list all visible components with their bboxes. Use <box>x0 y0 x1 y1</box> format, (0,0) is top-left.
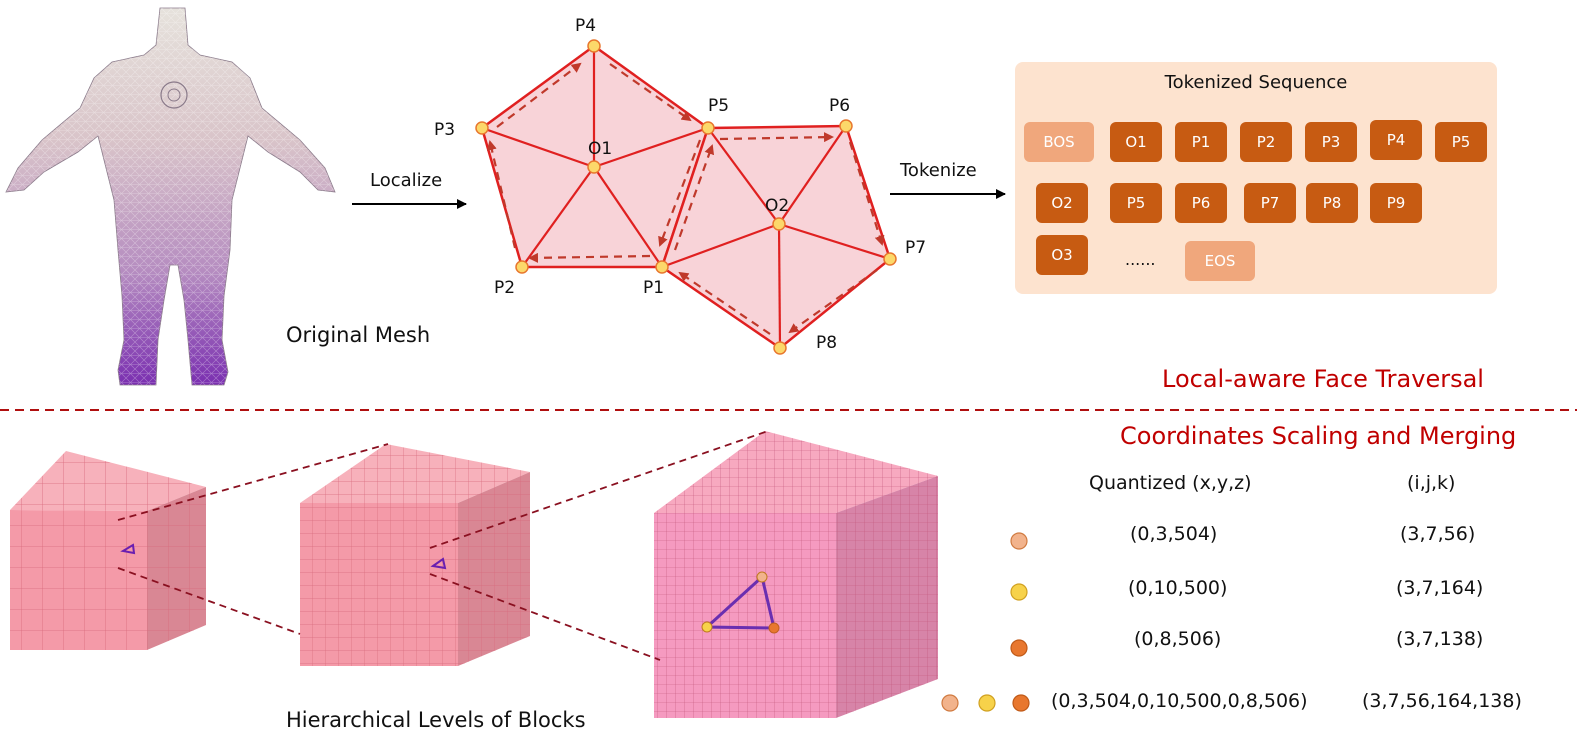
point-label-p2: P2 <box>494 278 516 298</box>
token: O1 <box>1110 122 1162 162</box>
dot-orange <box>1010 639 1028 657</box>
dot-yellow-merged <box>978 694 996 712</box>
point-label-p4: P4 <box>575 16 597 36</box>
ijk-cell: (3,7,56) <box>1400 523 1476 545</box>
point-label-p6: P6 <box>829 96 851 116</box>
legend-dots <box>941 532 1030 712</box>
ijk-cell: (3,7,164) <box>1396 577 1484 599</box>
token: P6 <box>1175 183 1227 223</box>
token: P8 <box>1306 183 1358 223</box>
token-eos: EOS <box>1185 241 1255 281</box>
token: O3 <box>1036 235 1088 275</box>
tokenized-sequence-panel: Tokenized Sequence BOS O1 P1 P2 P3 P4 P5… <box>1015 62 1497 294</box>
point-label-p1: P1 <box>643 278 665 298</box>
ellipsis: ...... <box>1125 250 1156 269</box>
dot-peach <box>1010 532 1028 550</box>
token: P5 <box>1435 122 1487 162</box>
token: P1 <box>1175 122 1227 162</box>
cube-level-1 <box>10 451 206 650</box>
hierarchical-levels-label: Hierarchical Levels of Blocks <box>286 708 586 732</box>
tokenized-sequence-title: Tokenized Sequence <box>1164 72 1348 93</box>
ijk-cell: (3,7,138) <box>1396 628 1484 650</box>
zoom-lines <box>117 430 769 661</box>
dot-orange-merged <box>1012 694 1030 712</box>
quantized-merged-cell: (0,3,504,0,10,500,0,8,506) <box>1051 690 1308 712</box>
quantized-cell: (0,3,504) <box>1130 523 1218 545</box>
quantized-cell: (0,10,500) <box>1128 577 1228 599</box>
point-label-o1: O1 <box>588 139 613 159</box>
tokenize-label: Tokenize <box>900 160 977 181</box>
quantized-header: Quantized (x,y,z) <box>1089 472 1252 494</box>
point-label-p7: P7 <box>905 238 927 258</box>
point-label-o2: O2 <box>765 196 790 216</box>
token-bos: BOS <box>1024 122 1094 162</box>
original-mesh-figure <box>5 7 336 386</box>
token: P3 <box>1305 122 1357 162</box>
point-label-p5: P5 <box>708 96 730 116</box>
token: P4 <box>1370 120 1422 160</box>
section-title-coord-scaling: Coordinates Scaling and Merging <box>1120 422 1517 450</box>
token: P5 <box>1110 183 1162 223</box>
face-traversal-mesh <box>475 39 897 355</box>
point-label-p3: P3 <box>434 120 456 140</box>
localize-label: Localize <box>370 170 443 191</box>
section-title-face-traversal: Local-aware Face Traversal <box>1162 365 1484 393</box>
original-mesh-label: Original Mesh <box>286 323 431 347</box>
cube-level-2 <box>300 444 530 666</box>
token: P9 <box>1370 183 1422 223</box>
cube-level-3 <box>654 431 938 718</box>
ijk-header: (i,j,k) <box>1407 472 1456 494</box>
token: P7 <box>1244 183 1296 223</box>
point-label-p8: P8 <box>816 333 838 353</box>
token: O2 <box>1036 183 1088 223</box>
dot-yellow <box>1010 583 1028 601</box>
dot-peach-merged <box>941 694 959 712</box>
ijk-merged-cell: (3,7,56,164,138) <box>1362 690 1522 712</box>
quantized-cell: (0,8,506) <box>1134 628 1222 650</box>
token: P2 <box>1240 122 1292 162</box>
